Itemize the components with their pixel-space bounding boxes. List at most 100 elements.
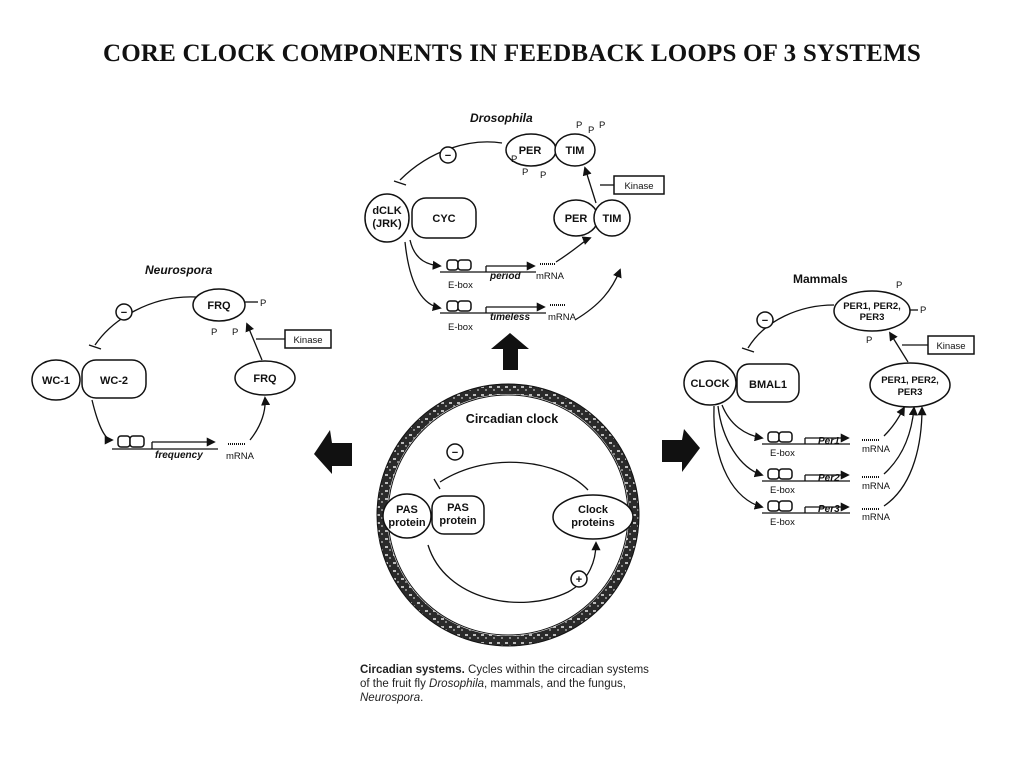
svg-text:E-box: E-box <box>770 448 795 459</box>
svg-text:P: P <box>232 327 238 338</box>
svg-text:mRNA: mRNA <box>536 271 565 282</box>
svg-text:PER1, PER2,: PER1, PER2, <box>843 301 901 312</box>
svg-text:P: P <box>576 120 582 131</box>
repression-sign <box>756 311 774 329</box>
caption-text: . <box>420 692 424 704</box>
svg-text:(JRK): (JRK) <box>372 218 402 230</box>
repression-sign <box>439 146 457 164</box>
svg-text:PER: PER <box>519 145 542 157</box>
per1-gene: Per1 mRNA E-box <box>762 431 891 459</box>
phosphate-labels: P P P P P P <box>511 120 605 181</box>
svg-text:TIM: TIM <box>566 145 585 157</box>
svg-text:mRNA: mRNA <box>548 312 577 323</box>
svg-text:PAS: PAS <box>396 504 418 516</box>
svg-text:PER: PER <box>565 213 588 225</box>
caption-italic: Drosophila <box>429 678 485 690</box>
tim-protein <box>593 199 631 237</box>
svg-text:PAS: PAS <box>447 502 469 514</box>
bmal1-protein <box>736 363 800 403</box>
svg-text:−: − <box>445 150 451 162</box>
svg-text:E-box: E-box <box>448 280 473 291</box>
phosphate-labels: P P P <box>866 280 926 346</box>
caption-text: Cycles within the circadian systems of t… <box>360 664 649 690</box>
svg-text:mRNA: mRNA <box>862 444 891 455</box>
activation-sign <box>570 570 588 588</box>
cyc-protein <box>411 197 477 239</box>
svg-text:WC-1: WC-1 <box>42 375 70 387</box>
circadian-clock: Circadian clock − PAS protein PAS protei… <box>376 383 640 647</box>
svg-text:PER3: PER3 <box>860 312 885 323</box>
caption-text: , mammals, and the fungus, <box>484 678 626 690</box>
svg-text:mRNA: mRNA <box>226 451 255 462</box>
wc2-protein <box>81 359 147 399</box>
mammals-panel: Mammals − PER1, PER2, PER3 P P P PER1, P… <box>683 272 975 528</box>
circadian-clock-title: Circadian clock <box>466 412 558 426</box>
dclk-protein <box>364 193 410 243</box>
svg-text:E-box: E-box <box>770 517 795 528</box>
arrow-up <box>491 333 529 370</box>
frq-protein <box>234 360 296 396</box>
svg-text:timeless: timeless <box>490 312 530 323</box>
output-arrows <box>314 333 700 474</box>
svg-text:Per2: Per2 <box>818 473 840 484</box>
svg-text:FRQ: FRQ <box>207 300 231 312</box>
timeless-gene: timeless mRNA E-box <box>440 300 577 333</box>
svg-text:Per3: Per3 <box>818 504 840 515</box>
svg-text:+: + <box>576 574 582 586</box>
neurospora-panel: Neurospora − FRQ P P P FRQ Kinase WC-1 W… <box>31 263 332 462</box>
phosphate-labels: P P P <box>211 298 266 338</box>
svg-text:CYC: CYC <box>432 213 455 225</box>
svg-text:TIM: TIM <box>603 213 622 225</box>
svg-text:dCLK: dCLK <box>372 205 401 217</box>
repression-sign <box>115 303 133 321</box>
svg-text:CLOCK: CLOCK <box>690 378 729 390</box>
svg-text:P: P <box>599 120 605 131</box>
caption-bold: Circadian systems. <box>360 664 465 676</box>
pas-protein-2 <box>431 495 485 535</box>
pas-protein-1 <box>382 493 432 539</box>
svg-text:P: P <box>896 280 902 291</box>
svg-text:WC-2: WC-2 <box>100 375 128 387</box>
svg-text:mRNA: mRNA <box>862 512 891 523</box>
drosophila-title: Drosophila <box>470 111 533 125</box>
svg-text:P: P <box>588 125 594 136</box>
svg-text:Kinase: Kinase <box>293 335 322 346</box>
clock-proteins <box>552 494 634 540</box>
svg-text:−: − <box>452 447 458 459</box>
neurospora-title: Neurospora <box>145 263 213 277</box>
svg-text:PER3: PER3 <box>898 387 923 398</box>
svg-text:P: P <box>260 298 266 309</box>
clock-protein <box>683 360 737 406</box>
svg-text:P: P <box>511 154 517 165</box>
svg-text:−: − <box>121 307 127 319</box>
svg-text:BMAL1: BMAL1 <box>749 379 787 391</box>
per2-gene: Per2 mRNA E-box <box>762 468 891 496</box>
svg-text:Clock: Clock <box>578 504 609 516</box>
repression-sign <box>446 443 464 461</box>
svg-text:E-box: E-box <box>448 322 473 333</box>
svg-text:proteins: proteins <box>571 517 614 529</box>
svg-text:P: P <box>211 327 217 338</box>
svg-text:FRQ: FRQ <box>253 373 277 385</box>
per-phospho <box>833 290 911 332</box>
svg-text:Kinase: Kinase <box>936 341 965 352</box>
svg-text:mRNA: mRNA <box>862 481 891 492</box>
svg-text:P: P <box>920 305 926 316</box>
svg-text:frequency: frequency <box>155 450 203 461</box>
svg-text:Kinase: Kinase <box>624 181 653 192</box>
svg-text:−: − <box>762 315 768 327</box>
frq-phospho <box>192 288 246 322</box>
svg-text:protein: protein <box>439 515 477 527</box>
svg-text:protein: protein <box>388 517 426 529</box>
wc1-protein <box>31 359 81 401</box>
slide-title: CORE CLOCK COMPONENTS IN FEEDBACK LOOPS … <box>103 40 921 67</box>
svg-text:Per1: Per1 <box>818 436 840 447</box>
svg-text:P: P <box>540 170 546 181</box>
arrow-left <box>314 430 352 474</box>
frequency-gene: frequency mRNA <box>112 435 255 462</box>
figure-caption: Circadian systems. Cycles within the cir… <box>360 663 660 705</box>
per3-gene: Per3 mRNA E-box <box>762 500 891 528</box>
svg-text:E-box: E-box <box>770 485 795 496</box>
svg-text:P: P <box>522 167 528 178</box>
